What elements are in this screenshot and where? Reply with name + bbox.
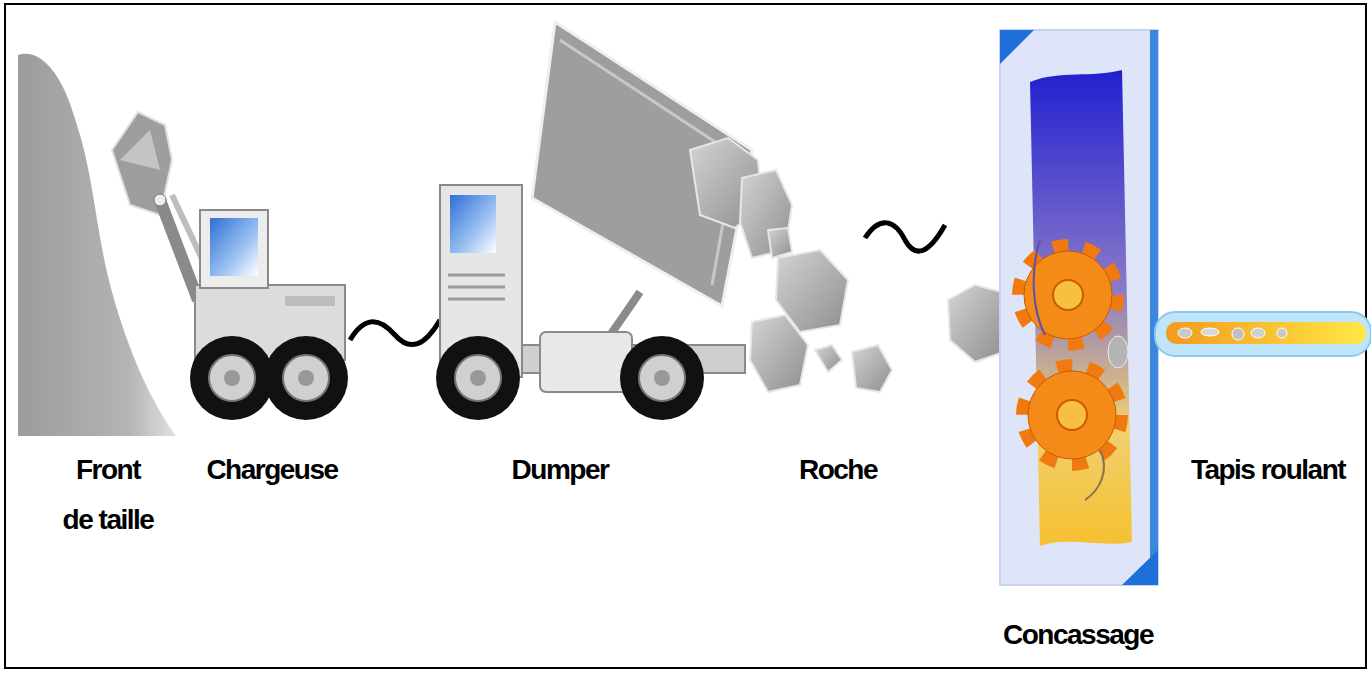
flow-squiggle — [350, 320, 440, 345]
stage-label: Front de taille — [60, 445, 156, 545]
stage-label: Roche — [738, 445, 938, 495]
rock-entering — [948, 285, 1004, 362]
rock-pile — [690, 138, 892, 392]
conveyor-illustration — [1155, 312, 1371, 356]
stage-label: Concassage — [968, 610, 1188, 660]
rock-face — [18, 54, 176, 436]
stage-label: Tapis roulant — [1168, 445, 1368, 495]
crusher-illustration — [1000, 30, 1158, 585]
stage-label: Chargeuse — [172, 445, 372, 495]
dump-truck-illustration — [436, 22, 752, 420]
flow-squiggle — [865, 223, 945, 251]
stage-label: Dumper — [460, 445, 660, 495]
loader-illustration — [112, 112, 348, 420]
